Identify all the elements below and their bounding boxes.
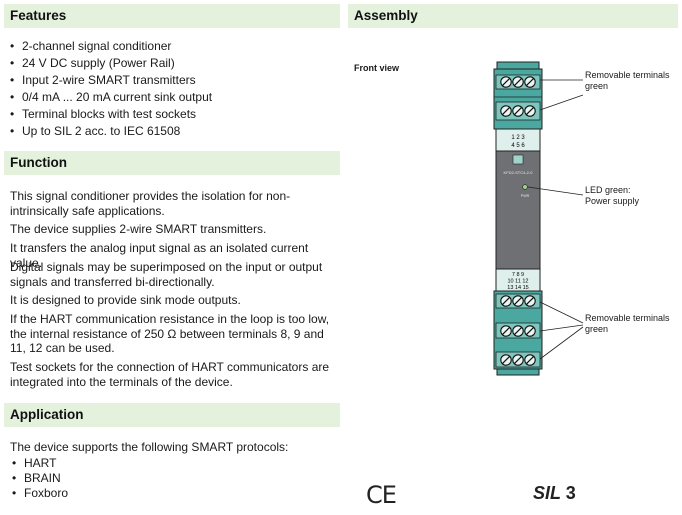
callout-bottom-terminals: Removable terminals green bbox=[585, 313, 670, 334]
list-item: Up to SIL 2 acc. to IEC 61508 bbox=[10, 123, 212, 140]
list-item: HART bbox=[12, 456, 68, 471]
assembly-header: Assembly bbox=[348, 4, 678, 28]
device-bottom-cap bbox=[496, 368, 540, 376]
terminal-screw-icon bbox=[524, 105, 536, 117]
sil-prefix: SIL bbox=[533, 483, 561, 503]
terminal-screw-icon bbox=[500, 105, 512, 117]
terminal-screw-icon bbox=[512, 325, 524, 337]
terminal-screw-icon bbox=[524, 295, 536, 307]
features-header: Features bbox=[4, 4, 340, 28]
led-label: PWR bbox=[521, 194, 530, 198]
application-title: Application bbox=[10, 407, 84, 422]
function-paragraph: If the HART communication resistance in … bbox=[10, 312, 330, 355]
terminal-label-bottom: 10 11 12 bbox=[507, 279, 528, 285]
terminal-screw-icon bbox=[512, 295, 524, 307]
device-logo-icon bbox=[512, 154, 524, 165]
assembly-title: Assembly bbox=[354, 8, 418, 23]
terminal-screw-icon bbox=[524, 76, 536, 88]
terminal-screw-icon bbox=[524, 354, 536, 366]
terminal-label-top: 1 2 3 bbox=[511, 135, 525, 141]
terminal-screw-icon bbox=[500, 295, 512, 307]
function-paragraph: This signal conditioner provides the iso… bbox=[10, 189, 291, 218]
ce-mark-icon: CE bbox=[366, 481, 397, 509]
callout-top-terminals: Removable terminals green bbox=[585, 70, 670, 91]
application-header: Application bbox=[4, 403, 340, 427]
terminal-screw-icon bbox=[512, 354, 524, 366]
device-model-text: KFD2-STC4-2-0 bbox=[504, 170, 534, 175]
terminal-label-bottom: 7 8 9 bbox=[512, 272, 524, 278]
list-item: BRAIN bbox=[12, 471, 68, 486]
list-item: 2-channel signal conditioner bbox=[10, 38, 212, 55]
sil-level: 3 bbox=[565, 483, 576, 503]
terminal-screw-icon bbox=[512, 105, 524, 117]
terminal-label-bottom: 13 14 15 bbox=[507, 285, 528, 291]
application-intro: The device supports the following SMART … bbox=[10, 440, 289, 454]
terminal-screw-icon bbox=[500, 325, 512, 337]
features-title: Features bbox=[10, 8, 67, 23]
sil-mark: SIL 3 bbox=[533, 483, 576, 504]
function-paragraph: Digital signals may be superimposed on t… bbox=[10, 260, 323, 289]
list-item: 24 V DC supply (Power Rail) bbox=[10, 55, 212, 72]
list-item: 0/4 mA ... 20 mA current sink output bbox=[10, 89, 212, 106]
application-list: HART BRAIN Foxboro bbox=[12, 456, 68, 501]
terminal-label-top: 4 5 6 bbox=[511, 143, 525, 149]
terminal-screw-icon bbox=[500, 76, 512, 88]
terminal-screw-icon bbox=[524, 325, 536, 337]
front-view-label: Front view bbox=[354, 63, 400, 73]
list-item: Input 2-wire SMART transmitters bbox=[10, 72, 212, 89]
callout-lines bbox=[527, 79, 584, 360]
list-item: Terminal blocks with test sockets bbox=[10, 106, 212, 123]
list-item: Foxboro bbox=[12, 486, 68, 501]
function-header: Function bbox=[4, 151, 340, 175]
function-paragraph: The device supplies 2-wire SMART transmi… bbox=[10, 222, 267, 236]
features-list: 2-channel signal conditioner 24 V DC sup… bbox=[10, 38, 212, 140]
function-title: Function bbox=[10, 155, 67, 170]
function-paragraph: Test sockets for the connection of HART … bbox=[10, 360, 330, 389]
function-paragraph: It is designed to provide sink mode outp… bbox=[10, 293, 241, 307]
device-body bbox=[495, 150, 541, 270]
callout-led: LED green: Power supply bbox=[585, 185, 640, 206]
terminal-screw-icon bbox=[500, 354, 512, 366]
led-icon bbox=[522, 184, 528, 190]
terminal-screw-icon bbox=[512, 76, 524, 88]
function-paragraph: It transfers the analog input signal as … bbox=[10, 241, 309, 270]
